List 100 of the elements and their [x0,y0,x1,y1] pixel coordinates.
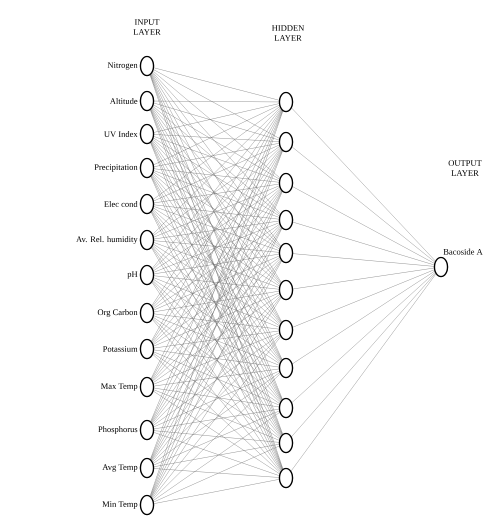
connection-line [154,292,280,346]
connection-line [154,444,280,467]
connection-line [154,430,280,442]
connection-line [154,291,280,312]
connection-line [154,102,280,140]
input-label: Potassium [102,346,138,352]
connection-line [154,184,280,204]
connection-line [152,173,280,285]
connection-line [152,210,281,362]
connection-line [153,257,280,345]
connection-line [154,256,280,310]
connection-line [152,209,280,325]
connection-line [154,100,280,102]
layer-heading: OUTPUT LAYER [448,160,482,176]
connection-line [154,170,280,218]
input-label: Max Temp [100,383,138,391]
output-label: Bacoside A [444,248,483,255]
input-label: UV Index [104,131,138,138]
input-label: Nitrogen [108,62,138,70]
connection-line [154,330,280,348]
connection-line [153,294,280,383]
connection-line [152,258,280,382]
connection-line [153,334,280,426]
connection-line [154,278,280,328]
input-label: Avg Temp [102,464,138,472]
connection-line [152,73,282,283]
connection-line [152,374,280,500]
connection-line [152,148,280,270]
connection-line [152,139,280,248]
connection-line [152,188,280,308]
connection-line [292,186,434,264]
connection-line [152,190,282,380]
input-label: Precipitation [94,164,138,172]
connection-line [154,388,280,408]
connection-line [154,370,280,428]
connection-line [154,408,280,430]
connection-line [154,136,280,181]
connection-line [152,140,281,284]
connection-line [154,105,280,165]
connection-line [292,222,434,266]
connection-line [152,354,280,473]
connection-line [154,479,280,504]
connection-line [292,270,434,328]
input-label: Altitude [110,98,138,104]
connection-line [154,254,280,274]
connection-line [153,372,280,464]
connection-line [153,172,280,250]
connection-line [154,352,280,406]
connection-line [153,224,280,309]
connection-line [154,240,280,253]
connection-line [154,350,280,368]
connection-line [153,279,280,364]
connection-line [152,336,280,462]
connection-line [154,432,280,476]
connection-line [152,296,280,424]
connection-line [154,134,280,142]
connection-line [152,226,281,381]
connection-line [152,336,281,498]
connection-line [154,368,280,386]
connection-line [154,222,280,272]
connection-line [152,211,282,401]
connection-line [290,274,436,472]
input-label: Min Temp [102,501,138,509]
connection-line [154,314,280,330]
connection-line [153,208,280,286]
connection-line [154,220,280,240]
input-label: pH [127,271,138,279]
connection-line [152,72,281,214]
connection-line [154,68,280,100]
connection-line [153,138,280,216]
input-label: Elec cond [104,201,138,207]
connection-line [154,204,280,220]
connection-line [154,242,280,288]
connection-line [152,319,281,472]
connection-line [154,332,280,384]
layer-heading: INPUT LAYER [133,19,161,35]
connection-line [154,186,280,238]
connection-line [154,69,280,139]
connection-line [292,108,436,262]
connection-line [153,104,280,180]
connection-line [152,71,280,178]
connection-line [292,271,435,364]
input-label: Av. Rel. humidity [76,236,138,244]
connection-line [152,225,280,344]
connection-line [152,281,281,437]
connection-line [152,175,282,361]
connection-line [154,276,280,290]
connection-line [152,280,280,402]
connection-line [152,189,281,343]
connection-line [292,272,436,403]
connection-line [154,144,280,202]
connection-line [153,187,280,271]
connection-line [152,318,280,438]
layer-heading: HIDDEN LAYER [272,25,304,41]
connection-line [153,412,280,501]
connection-line [292,146,435,262]
connection-line [152,245,280,363]
connection-line [152,174,281,324]
connection-line [154,446,280,502]
connection-line [154,468,280,478]
